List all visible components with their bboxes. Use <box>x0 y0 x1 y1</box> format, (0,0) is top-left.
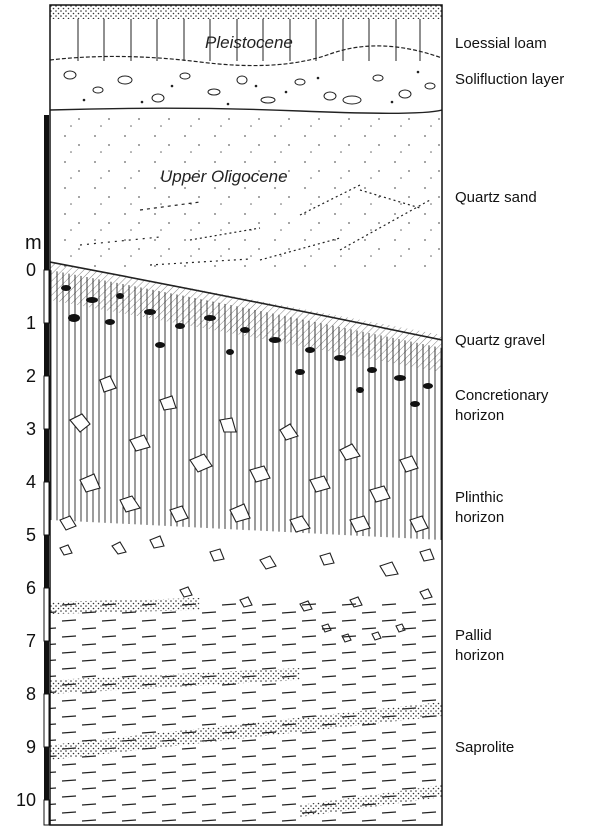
layer-label-saprolite: Saprolite <box>455 739 515 756</box>
vertical-root-channels <box>50 270 442 540</box>
depth-tick: 9 <box>25 737 36 757</box>
depth-tick: 4 <box>25 472 36 492</box>
depth-tick: 8 <box>25 684 36 704</box>
loess-columns <box>77 19 421 61</box>
depth-tick: 3 <box>25 419 36 439</box>
cross-bedding <box>79 184 431 266</box>
sand-band <box>50 702 442 760</box>
period-label-upper-oligocene: Upper Oligocene <box>160 167 288 186</box>
depth-tick: 2 <box>25 366 36 386</box>
quartz-sand-layer <box>50 112 442 272</box>
depth-tick: 7 <box>25 631 36 651</box>
depth-tick: 10 <box>15 790 36 810</box>
layer-label-pallid: Pallid horizon <box>455 627 505 664</box>
depth-scale-bar <box>43 115 50 826</box>
solifluction-dots <box>82 70 420 106</box>
layer-label-quartz-gravel: Quartz gravel <box>455 332 546 349</box>
depth-tick: 5 <box>25 525 36 545</box>
black-concretions <box>61 285 433 407</box>
sand-lens-upper <box>50 598 200 614</box>
surface-crust <box>50 5 442 19</box>
depth-tick: 0 <box>25 260 36 280</box>
sand-lens-middle <box>50 668 300 694</box>
layer-label-plinthic: Plinthic horizon <box>455 489 505 526</box>
profile-outline <box>49 4 443 826</box>
period-label-pleistocene: Pleistocene <box>205 33 293 52</box>
plinthite-fragments <box>59 375 429 533</box>
depth-tick: 6 <box>25 578 36 598</box>
depth-unit: m <box>25 232 42 254</box>
solifluction-clasts <box>63 70 436 105</box>
layer-label-quartz-sand: Quartz sand <box>455 189 537 206</box>
sand-lens-lower <box>300 785 442 817</box>
layer-label-solifluction: Solifluction layer <box>455 71 565 88</box>
depth-tick: 1 <box>25 313 36 333</box>
layer-label-concretionary: Concretionary horizon <box>455 387 549 424</box>
layer-label-loessial-loam: Loessial loam <box>455 35 547 52</box>
